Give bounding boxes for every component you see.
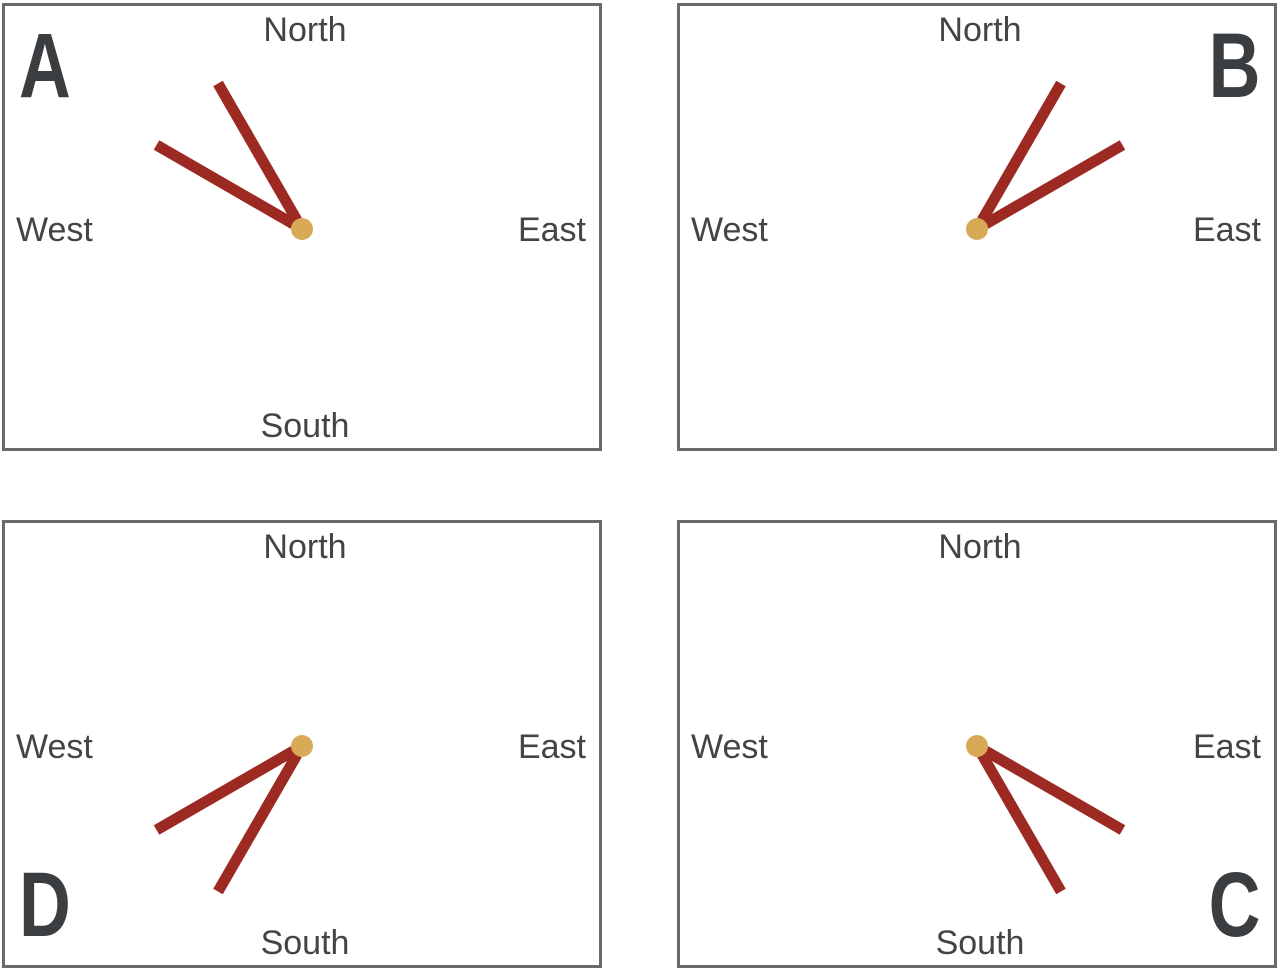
panel-letter: D (19, 854, 71, 956)
east-label: East (517, 211, 586, 249)
south-label: South (935, 924, 1025, 962)
center-dot (291, 218, 313, 240)
south-label: South (260, 924, 350, 962)
west-label: West (16, 728, 93, 766)
hand-2 (153, 746, 297, 835)
center-dot (291, 735, 313, 757)
hands-diagram (966, 80, 1126, 240)
panel-letter: B (1208, 15, 1260, 117)
center-dot (966, 735, 988, 757)
south-label: South (260, 407, 350, 445)
hand-2 (982, 140, 1126, 229)
panel-letter: A (19, 15, 71, 117)
center-dot (966, 218, 988, 240)
hand-1 (977, 80, 1066, 224)
north-label: North (938, 528, 1022, 566)
east-label: East (1192, 211, 1261, 249)
west-label: West (691, 211, 768, 249)
north-label: North (263, 528, 347, 566)
panel-a: North West East South A (2, 3, 602, 451)
panel-d: North West East South D (2, 520, 602, 968)
north-label: North (263, 11, 347, 49)
hands-diagram (966, 735, 1126, 895)
west-label: West (691, 728, 768, 766)
hand-1 (213, 80, 302, 224)
panel-c: North West East South C (677, 520, 1277, 968)
east-label: East (517, 728, 586, 766)
hands-diagram (153, 735, 313, 895)
hand-1 (977, 751, 1066, 895)
hands-diagram (153, 80, 313, 240)
panel-b: North West East B (677, 3, 1277, 451)
north-label: North (938, 11, 1022, 49)
hand-2 (153, 140, 297, 229)
hand-1 (213, 751, 302, 895)
east-label: East (1192, 728, 1261, 766)
west-label: West (16, 211, 93, 249)
panel-letter: C (1208, 854, 1260, 956)
hand-2 (982, 746, 1126, 835)
